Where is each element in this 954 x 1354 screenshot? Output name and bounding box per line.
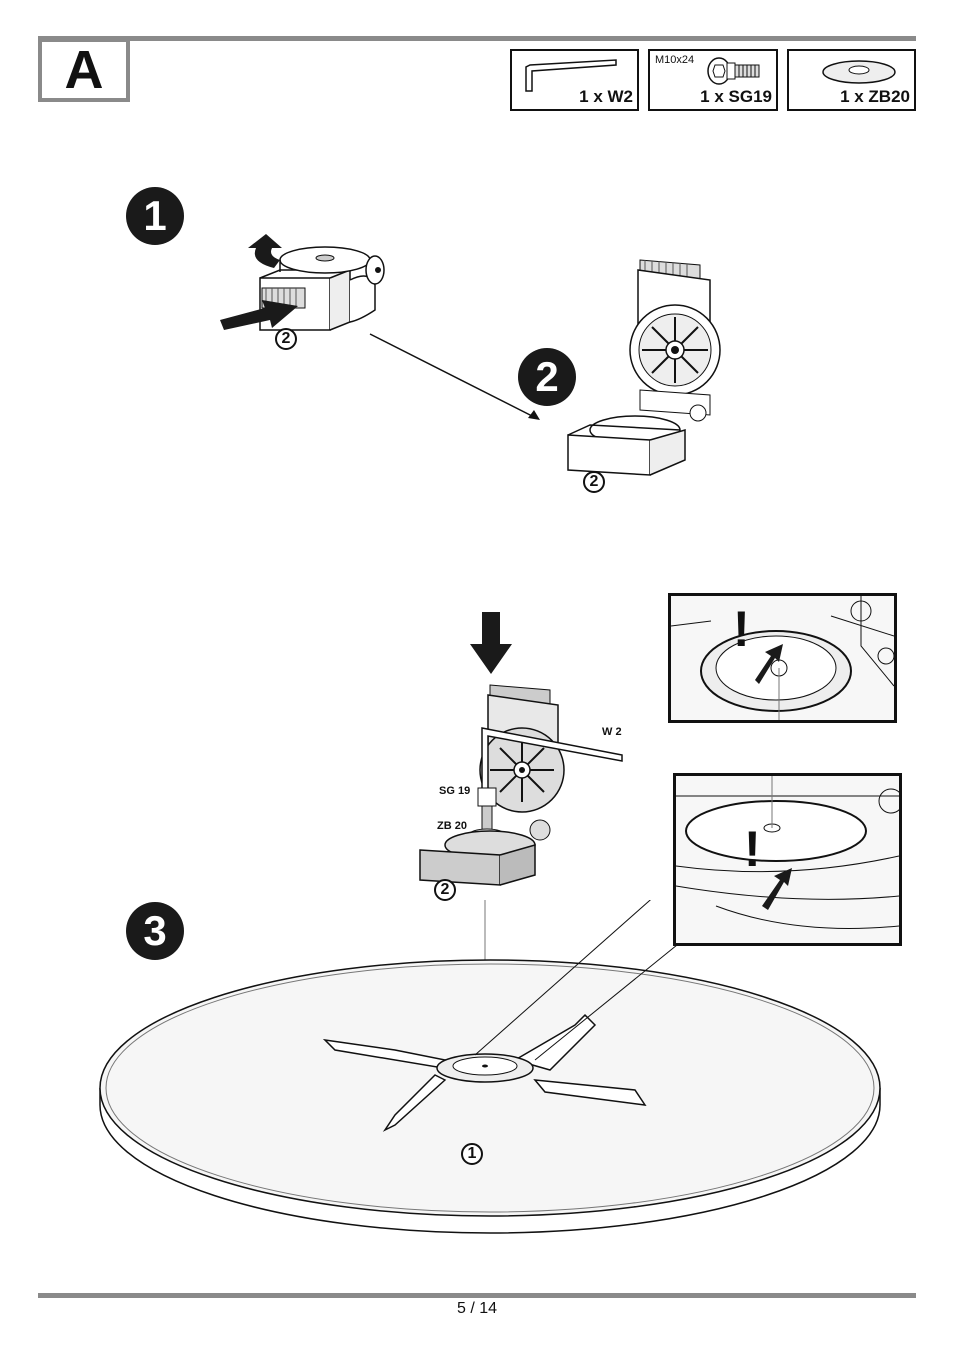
- washer-label: ZB 20: [437, 820, 467, 832]
- part-qty-zb20: 1 x ZB20: [840, 87, 910, 106]
- wrench-label: W 2: [602, 726, 622, 738]
- washer-icon: [822, 60, 896, 84]
- table-top-illustration: [99, 900, 881, 1234]
- step-number-3: 3: [126, 902, 184, 960]
- step3-assembly-illustration: [419, 684, 623, 886]
- step-number-2: 2: [518, 348, 576, 406]
- part-callout-step2: 2: [583, 471, 605, 493]
- part-box-zb20: 1 x ZB20: [787, 49, 916, 111]
- detail-view-bottom: !: [673, 773, 902, 946]
- part-box-w2: 1 x W2: [510, 49, 639, 111]
- bolt-icon: [707, 57, 760, 85]
- detail-top-illustration: [671, 596, 894, 720]
- bottom-rule: [38, 1293, 916, 1298]
- step-number-1: 1: [126, 187, 184, 245]
- page-number: 5 / 14: [456, 1300, 498, 1317]
- part-callout-tabletop: 1: [461, 1143, 483, 1165]
- part-qty-w2: 1 x W2: [579, 87, 633, 106]
- part-qty-sg19: 1 x SG19: [700, 87, 772, 106]
- detail-view-top: !: [668, 593, 897, 723]
- warning-mark-bottom: !: [744, 821, 761, 877]
- step1-illustration: [220, 234, 540, 420]
- step2-illustration: [567, 259, 721, 476]
- down-arrow-icon: [470, 612, 512, 674]
- detail-bottom-illustration: [676, 776, 899, 929]
- section-label-box: A: [38, 38, 130, 102]
- top-rule: [38, 36, 916, 41]
- part-callout-step1: 2: [275, 328, 297, 350]
- part-spec-sg19: M10x24: [655, 54, 695, 66]
- bolt-label: SG 19: [439, 785, 471, 797]
- section-letter: A: [64, 40, 104, 100]
- warning-mark-top: !: [733, 601, 750, 657]
- part-callout-step3: 2: [434, 879, 456, 901]
- allen-key-icon: [525, 59, 617, 92]
- part-box-sg19: M10x24 1 x SG19: [648, 49, 778, 111]
